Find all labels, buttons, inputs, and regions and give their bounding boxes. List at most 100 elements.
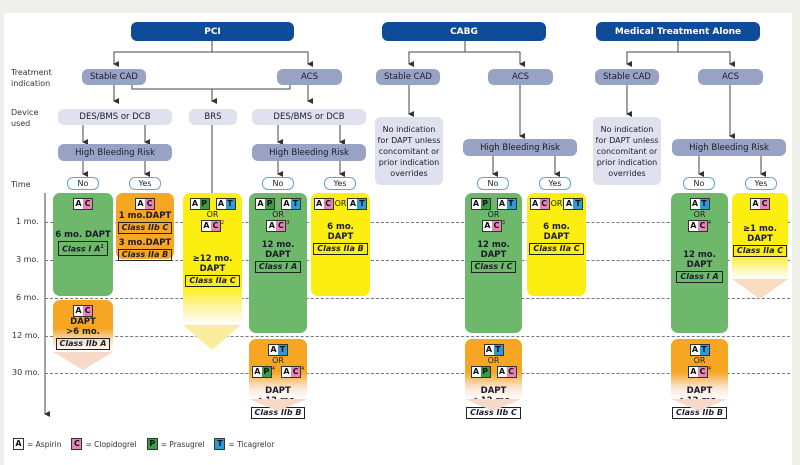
drug-a: A xyxy=(74,306,83,316)
duration-1: 6 mo. xyxy=(327,222,354,232)
drug-a: A xyxy=(348,199,358,209)
footnote: 4 xyxy=(301,366,305,372)
cabg-acs-hbr: High Bleeding Risk xyxy=(463,139,577,156)
tick-12mo: 12 mo. xyxy=(12,331,40,340)
drug-a: A xyxy=(484,345,494,355)
drug-p: P xyxy=(480,367,490,377)
drug-t: T xyxy=(357,199,367,209)
drug-c: C xyxy=(145,199,154,209)
legend-label: = Ticagrelor xyxy=(228,439,275,449)
mta-acs-no: No xyxy=(683,177,715,190)
class-label: Class IIa C xyxy=(185,275,240,287)
pci-acs-no: No xyxy=(262,177,294,190)
class-label: Class IIa B xyxy=(313,243,368,255)
or-text: OR xyxy=(334,199,347,208)
drug-c: C xyxy=(323,199,333,209)
arrow-head xyxy=(732,279,788,299)
drug-c: C xyxy=(697,367,707,377)
legend-label: = Clopidogrel xyxy=(85,439,137,449)
pci-acs: ACS xyxy=(277,69,342,85)
footnote: 3 xyxy=(286,220,290,226)
drug-t: T xyxy=(699,345,709,355)
drug-c: C xyxy=(83,306,92,316)
duration-1: ≥1 mo. xyxy=(743,224,777,234)
legend: A= Aspirin C= Clopidogrel P= Prasugrel T… xyxy=(13,438,274,450)
label-device-used: Device used xyxy=(11,108,39,128)
gridline-1mo xyxy=(45,222,790,223)
drug-a: A xyxy=(690,199,700,209)
drug-a: A xyxy=(471,199,481,209)
duration-1: DAPT xyxy=(70,317,96,327)
class-label: Class I C xyxy=(470,261,517,273)
drug-c: C xyxy=(697,221,707,231)
pci-stable-cad: Stable CAD xyxy=(82,69,146,85)
pci-acs-hbr: High Bleeding Risk xyxy=(252,144,366,161)
footnote: 1 xyxy=(100,244,104,250)
or-text: OR xyxy=(550,199,563,208)
mta-acs: ACS xyxy=(698,69,763,85)
drug-p: P xyxy=(199,199,209,209)
header-cabg: CABG xyxy=(382,22,546,41)
duration-2: DAPT xyxy=(199,264,226,274)
duration: 12 mo. DAPT xyxy=(261,240,295,260)
drug-t: T xyxy=(573,199,583,209)
drug-a: A xyxy=(216,199,226,209)
drug-a: A xyxy=(314,199,324,209)
drug-a: A xyxy=(564,199,574,209)
drug-a: A xyxy=(267,221,277,231)
or-text: OR xyxy=(272,210,284,219)
legend-code: C xyxy=(72,439,82,449)
drug-c: C xyxy=(491,221,501,231)
legend-clopidogrel: C= Clopidogrel xyxy=(71,438,137,450)
tick-1mo: 1 mo. xyxy=(16,217,39,226)
aspirin-icon: A xyxy=(13,438,24,450)
legend-label: = Aspirin xyxy=(27,439,62,449)
drug-c: C xyxy=(276,221,286,231)
legend-ticagrelor: T= Ticagrelor xyxy=(214,438,274,450)
duration: 6 mo. DAPT xyxy=(55,230,111,240)
drug-a: A xyxy=(530,199,540,209)
drug-a: A xyxy=(482,221,492,231)
duration-1: DAPT xyxy=(686,386,713,396)
drug-a: A xyxy=(269,345,278,355)
class-label: Class IIa C xyxy=(529,243,584,255)
drug-a: A xyxy=(136,199,145,209)
legend-code: T xyxy=(215,439,225,449)
drug-a: A xyxy=(688,367,698,377)
drug-a: A xyxy=(190,199,200,209)
legend-prasugrel: P= Prasugrel xyxy=(146,438,204,450)
mta-stable-cad: Stable CAD xyxy=(595,69,659,85)
arrow-head xyxy=(671,399,727,411)
mta-acs-yes: Yes xyxy=(745,177,777,190)
drug-a: A xyxy=(751,199,760,209)
duration-2: 3 mo.DAPT xyxy=(118,238,172,248)
pci-acs-device-des: DES/BMS or DCB xyxy=(252,109,366,125)
arrow-head xyxy=(53,352,113,370)
drug-a: A xyxy=(74,199,83,209)
